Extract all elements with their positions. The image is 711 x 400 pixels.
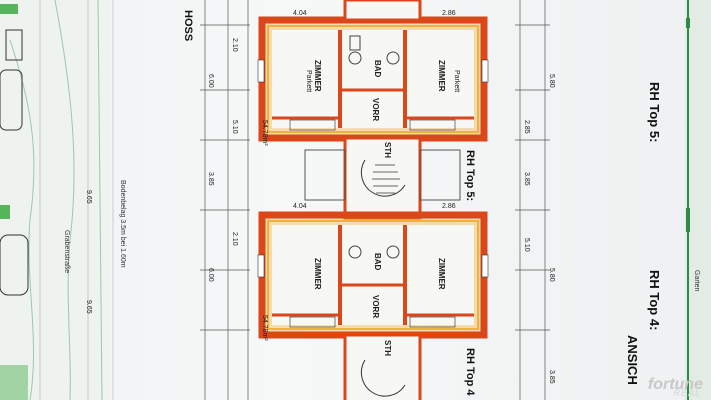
dim-right-3: 2.85 <box>523 120 530 134</box>
watermark-logo: fortune <box>647 376 703 393</box>
sheet-fold-line <box>112 0 114 400</box>
room-label-zimmer-2: ZIMMER <box>437 60 446 92</box>
floor-label-parkett-2: Parkett <box>453 70 460 93</box>
room-label-zimmer-1: ZIMMER <box>313 60 322 92</box>
room-label-sth-2: STH <box>383 340 392 356</box>
dim-left-3: 5.10 <box>231 120 238 134</box>
heading-rh-top5-center: RH Top 5: <box>464 150 476 202</box>
room-label-vorr-2: VORR <box>371 295 380 319</box>
dim-right-2: 5.80 <box>548 74 555 88</box>
unit-top4 <box>258 211 488 339</box>
unit-top5 <box>258 16 488 142</box>
heading-rh-top4-right: RH Top 4: <box>647 270 662 331</box>
dim-right-1: 3.85 <box>523 172 530 186</box>
note-strasse: Grabenstraße <box>63 230 70 274</box>
dim-left-1: 3.85 <box>207 172 214 186</box>
dim-left-6: 2.10 <box>231 232 238 246</box>
plan-title-fragment: HOSS <box>182 10 194 42</box>
area-label-2: 54.78m² <box>261 315 268 341</box>
note-bodenbelag: Bodenbelag 3.5m bei 1.60m <box>119 180 126 268</box>
floor-label-parkett-1: Parkett <box>305 70 312 93</box>
room-label-bad-1: BAD <box>373 60 382 78</box>
stair-core <box>304 136 461 220</box>
room-label-zimmer-4: ZIMMER <box>437 258 446 290</box>
dim-site-1: 9.65 <box>85 190 92 204</box>
room-label-zimmer-3: ZIMMER <box>313 258 322 290</box>
dim-right-5: 5.80 <box>548 268 555 282</box>
dim-left-5: 6.00 <box>207 268 214 282</box>
dim-mid-2: 2.86 <box>442 203 456 210</box>
dim-left-2: 6.00 <box>207 74 214 88</box>
dim-top-1: 4.04 <box>293 10 307 17</box>
heading-ansicht: ANSICH <box>625 335 640 385</box>
dim-right-4: 5.10 <box>523 238 530 252</box>
dim-mid-1: 4.04 <box>293 203 307 210</box>
dim-right-6: 3.85 <box>548 370 555 384</box>
room-label-bad-2: BAD <box>373 253 382 271</box>
watermark-sub: REAL <box>673 388 701 398</box>
stair-core-lower <box>343 333 422 400</box>
room-label-sth-1: STH <box>383 142 392 158</box>
heading-rh-top5-right: RH Top 5: <box>647 82 662 143</box>
dim-site-2: 9.65 <box>85 300 92 314</box>
heading-rh-top4-center: RH Top 4 <box>464 348 476 396</box>
room-label-vorr-1: VORR <box>371 98 380 122</box>
dim-left-4: 2.10 <box>231 38 238 52</box>
area-label-1: 54.78m² <box>261 120 268 146</box>
dim-top-2: 2.86 <box>442 10 456 17</box>
note-garten: Garten <box>693 270 700 292</box>
